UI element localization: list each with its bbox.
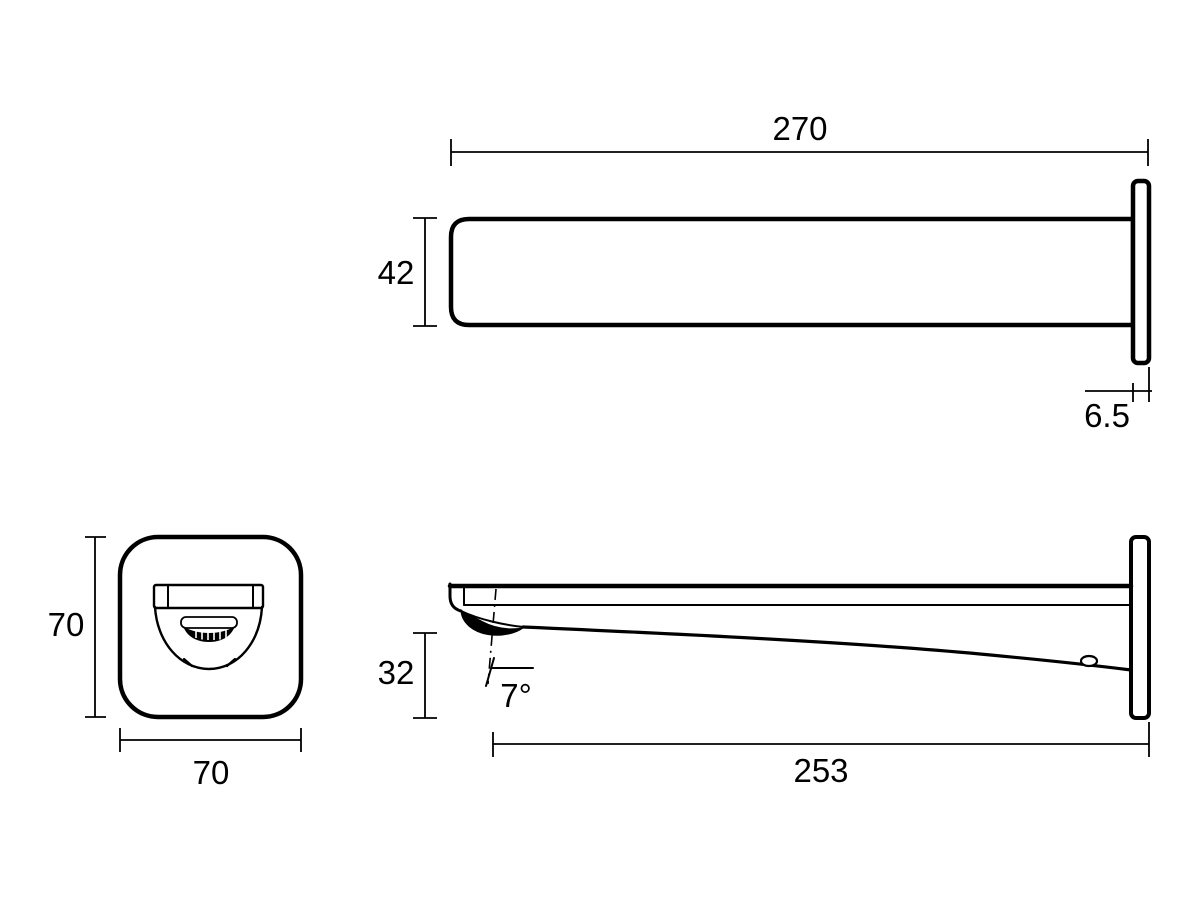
dim-32-label: 32: [378, 654, 415, 691]
front-view: 70 70: [48, 534, 304, 791]
underside-screw-detail: [1079, 654, 1099, 668]
dim-270-lines: [450, 139, 1149, 166]
flow-centerline: [487, 588, 497, 685]
dim-70h-label: 70: [193, 754, 230, 791]
aerator-ring: [180, 616, 238, 629]
wall-plate-top-outline: [1130, 178, 1152, 366]
spout-underside-curve: [521, 625, 1133, 672]
aerator-mesh-slots: [195, 629, 227, 640]
spout-front-dome: [153, 605, 264, 671]
dim-32-lines: [413, 632, 437, 719]
wall-plate-side-outline: [1129, 535, 1151, 720]
spout-side-left-edge: [448, 582, 463, 613]
dim-70v-label: 70: [48, 606, 85, 643]
dome-notch-right: [225, 657, 237, 668]
dim-253-label: 253: [793, 752, 848, 789]
dim-6_5-lines: [1085, 367, 1152, 402]
side-view: 7° 32 253: [378, 535, 1151, 789]
spout-body-top-outline: [448, 216, 1136, 328]
dim-42-lines: [413, 217, 437, 327]
spout-front-top-edges: [167, 584, 254, 609]
dome-notch-left: [182, 657, 194, 668]
spout-front-top: [152, 583, 265, 610]
dim-6_5-label: 6.5: [1084, 397, 1130, 434]
dim-270-label: 270: [772, 110, 827, 147]
dim-70h-lines: [119, 728, 302, 752]
angle-reference-vertical: [485, 657, 495, 687]
dim-253-lines: [492, 722, 1150, 757]
dim-angle-label: 7°: [500, 677, 532, 714]
dim-42-label: 42: [378, 254, 415, 291]
dim-70v-lines: [85, 536, 106, 718]
top-view: 270 42 6.5: [378, 110, 1152, 434]
